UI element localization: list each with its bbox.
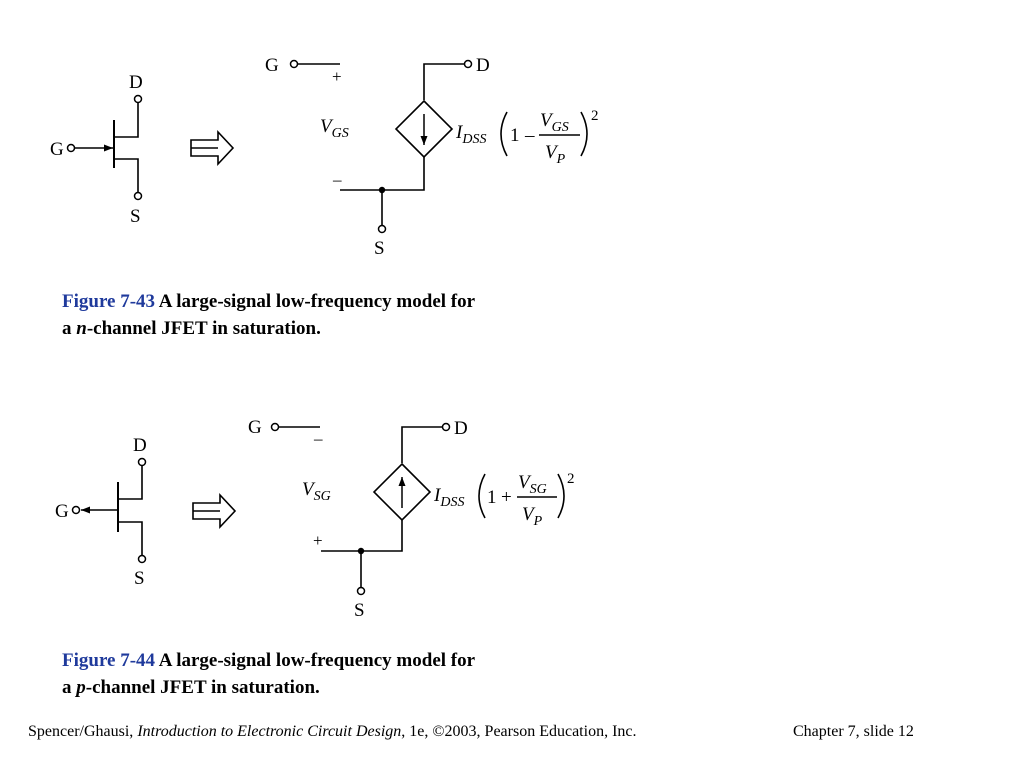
model1-formula-exponent: 2 [591, 108, 599, 124]
figure-7-44-model: G – VSG + D S IDSS 1 + VSG VP 2 [248, 417, 575, 621]
jfet1-source-label: S [130, 206, 141, 227]
model2-formula-one: 1 [487, 487, 497, 508]
jfet1-drain-terminal [133, 94, 143, 104]
jfet2-drain-terminal [137, 457, 147, 467]
model2-source-label: S [354, 600, 365, 621]
caption2-channel-type: p [76, 677, 86, 698]
caption1-channel-type: n [76, 318, 87, 339]
jfet1-gate-label: G [50, 139, 64, 160]
figure-7-44-jfet-symbol: D S G [55, 435, 147, 589]
model1-formula-numerator: VGS [540, 110, 569, 135]
model2-source-terminal [356, 586, 366, 596]
footer-citation: Spencer/Ghausi, Introduction to Electron… [28, 723, 637, 741]
model1-right-paren [580, 111, 588, 157]
jfet1-source-lead [114, 158, 139, 192]
model1-source-terminal [377, 224, 387, 234]
model2-left-paren [478, 473, 486, 519]
jfet2-gate-label: G [55, 501, 69, 522]
model1-left-paren [500, 111, 508, 157]
caption2-line2: a p-channel JFET in saturation. [62, 677, 320, 698]
caption2-text: A large-signal low-frequency model for [158, 650, 476, 671]
figure-7-43-jfet-symbol: D S G [50, 72, 143, 227]
footer-edition: , 1e, ©2003, Pearson Education, Inc. [401, 723, 637, 740]
jfet1-source-terminal [133, 191, 143, 201]
model1-drain-terminal [463, 59, 473, 69]
model1-idss-label: IDSS [455, 122, 486, 147]
model2-drain-label: D [454, 418, 468, 439]
model2-gate-label: G [248, 417, 262, 438]
model2-formula-numerator: VSG [518, 472, 547, 497]
model1-minus-sign: – [332, 170, 342, 189]
caption1-line2: a n-channel JFET in saturation. [62, 318, 321, 339]
figure-7-44-caption: Figure 7-44 A large-signal low-frequency… [62, 647, 582, 701]
caption1-text: A large-signal low-frequency model for [158, 291, 476, 312]
jfet1-drain-label: D [129, 72, 143, 93]
jfet1-drain-lead [114, 103, 139, 138]
model2-drain-terminal [441, 422, 451, 432]
model1-bottom-wire [340, 157, 425, 191]
jfet1-gate-terminal [66, 143, 76, 153]
model1-gate-terminal [289, 59, 299, 69]
jfet2-source-lead [118, 521, 143, 555]
jfet2-drain-lead [118, 466, 143, 500]
caption1-figure-label: Figure 7-43 [62, 291, 156, 312]
model1-gate-label: G [265, 55, 279, 76]
caption1-line1: Figure 7-43 A large-signal low-frequency… [62, 288, 582, 315]
model1-plus-sign: + [332, 67, 342, 86]
model2-formula-denominator: VP [522, 504, 543, 529]
model2-gate-terminal [270, 422, 280, 432]
model1-formula-denominator: VP [545, 142, 566, 167]
model2-drain-wire [401, 426, 442, 463]
figure-7-43-implies-arrow [190, 129, 235, 167]
footer-book-title: Introduction to Electronic Circuit Desig… [137, 723, 402, 740]
jfet2-source-terminal [137, 554, 147, 564]
caption2-figure-label: Figure 7-44 [62, 650, 156, 671]
model2-right-paren [557, 473, 565, 519]
model1-vgs-label: VGS [320, 116, 349, 141]
model1-drain-label: D [476, 55, 490, 76]
figure-7-43-caption: Figure 7-43 A large-signal low-frequency… [62, 288, 582, 342]
model2-formula: IDSS 1 + VSG VP 2 [433, 471, 575, 529]
footer-slide-number: Chapter 7, slide 12 [793, 723, 914, 740]
footer-authors: Spencer/Ghausi, [28, 723, 138, 740]
model2-bottom-wire [321, 520, 403, 552]
model2-idss-label: IDSS [433, 485, 464, 510]
model1-source-label: S [374, 238, 385, 259]
model2-bottom-sign: + [313, 531, 323, 550]
jfet2-source-label: S [134, 568, 145, 589]
caption2-line1: Figure 7-44 A large-signal low-frequency… [62, 647, 582, 674]
model1-formula-operator: – [524, 125, 535, 146]
model2-vsg-label: VSG [302, 479, 331, 504]
jfet2-drain-label: D [133, 435, 147, 456]
jfet2-gate-terminal [71, 505, 81, 515]
figure-7-44-implies-arrow [192, 492, 237, 530]
model2-formula-operator: + [501, 487, 512, 508]
figure-7-43-model: G + VGS – D S IDSS 1 – VGS VP 2 [265, 55, 599, 259]
model2-formula-exponent: 2 [567, 471, 575, 487]
model2-top-sign: – [313, 429, 323, 448]
model1-formula-one: 1 [510, 125, 520, 146]
model1-drain-wire [423, 63, 464, 100]
model1-formula: IDSS 1 – VGS VP 2 [455, 108, 599, 167]
